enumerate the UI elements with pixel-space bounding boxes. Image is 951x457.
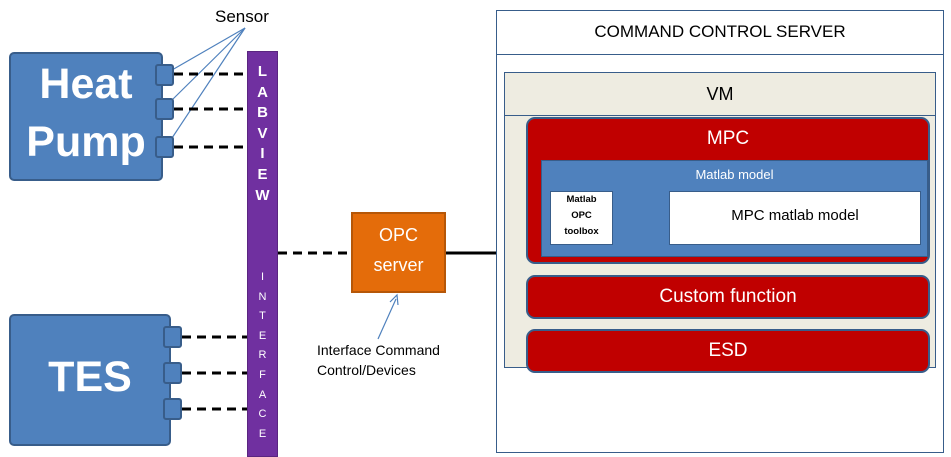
interface-letter: E	[258, 427, 267, 440]
tes-sensor-port	[163, 362, 182, 384]
labview-letter: V	[257, 124, 268, 142]
toolbox-label-line3: toolbox	[564, 226, 599, 237]
mpc-label: MPC	[706, 128, 750, 149]
opc-server-label-line1: OPC	[378, 225, 418, 245]
sensor-label: Sensor	[215, 7, 269, 26]
toolbox-label-line1: Matlab	[566, 194, 597, 205]
interface-letter: N	[258, 290, 267, 303]
esd-label: ESD	[708, 340, 748, 361]
interface-note-arrowhead	[389, 293, 399, 306]
vm-header	[504, 72, 936, 116]
server-title-bar	[496, 10, 944, 55]
custom-function-block	[526, 275, 930, 319]
tes-sensor-port	[163, 398, 182, 420]
interface-letter: A	[258, 388, 267, 401]
interface-letter: C	[258, 408, 267, 421]
interface-note-line1: Interface Command	[317, 342, 440, 358]
interface-note-arrow	[377, 298, 397, 340]
interface-letter: R	[258, 349, 267, 362]
opc-server-block	[351, 212, 446, 293]
interface-letter: F	[259, 368, 266, 381]
interface-letter: E	[258, 329, 267, 342]
heat-pump-sensor-port	[155, 64, 174, 86]
heat-pump-sensor-port	[155, 98, 174, 120]
heat-pump-block	[9, 52, 163, 181]
esd-block	[526, 329, 930, 373]
custom-function-label: Custom function	[659, 286, 797, 307]
labview-letter: E	[257, 165, 268, 183]
labview-letter: W	[255, 186, 270, 204]
sensor-pointer-line	[171, 27, 246, 101]
matlab-opc-toolbox	[550, 191, 613, 245]
heat-pump-sensor-port	[155, 136, 174, 158]
server-title: COMMAND CONTROL SERVER	[594, 22, 846, 41]
toolbox-label-line2: OPC	[571, 210, 592, 221]
tes-sensor-port	[163, 326, 182, 348]
matlab-model-label: Matlab model	[695, 167, 774, 182]
mpc-matlab-model-block	[669, 191, 921, 245]
interface-letter: I	[260, 271, 265, 283]
labview-letter: L	[257, 63, 268, 80]
mpc-matlab-model-label: MPC matlab model	[731, 207, 859, 224]
vm-label: VM	[706, 84, 734, 104]
sensor-pointer-line	[171, 27, 246, 139]
labview-letter: B	[257, 104, 268, 122]
heat-pump-label-line1: Heat	[39, 60, 133, 108]
interface-note-line2: Control/Devices	[317, 362, 416, 378]
sensor-pointer-line	[171, 27, 246, 71]
tes-label: TES	[48, 353, 132, 401]
labview-interface-bar	[247, 51, 278, 457]
labview-letter: I	[260, 145, 265, 163]
labview-letter: A	[257, 83, 268, 101]
heat-pump-label-line2: Pump	[26, 118, 146, 166]
opc-server-label-line2: server	[373, 255, 424, 275]
interface-letter: T	[259, 310, 266, 323]
